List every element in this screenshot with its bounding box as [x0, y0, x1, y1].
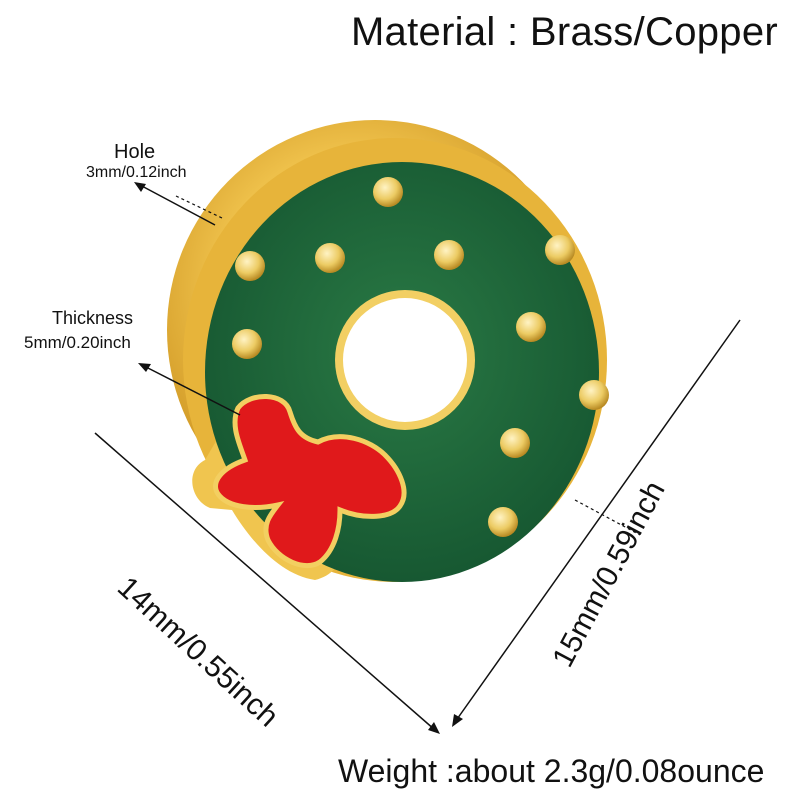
weight-label: Weight :about 2.3g/0.08ounce: [338, 753, 765, 789]
material-title: Material : Brass/Copper: [350, 10, 778, 54]
red-bow: [213, 394, 407, 569]
gold-dots: [232, 177, 609, 537]
thickness-indicator: [138, 363, 241, 416]
green-enamel-ring: [205, 162, 599, 582]
hole-label: Hole: [114, 141, 156, 163]
thickness-size: 5mm/0.20inch: [24, 333, 131, 352]
hole-size: 3mm/0.12inch: [86, 164, 187, 181]
height-dimension-line: [452, 319, 741, 727]
width-dimension-line: [94, 432, 440, 734]
hole-indicator: [134, 182, 223, 226]
thickness-label: Thickness: [52, 308, 134, 328]
